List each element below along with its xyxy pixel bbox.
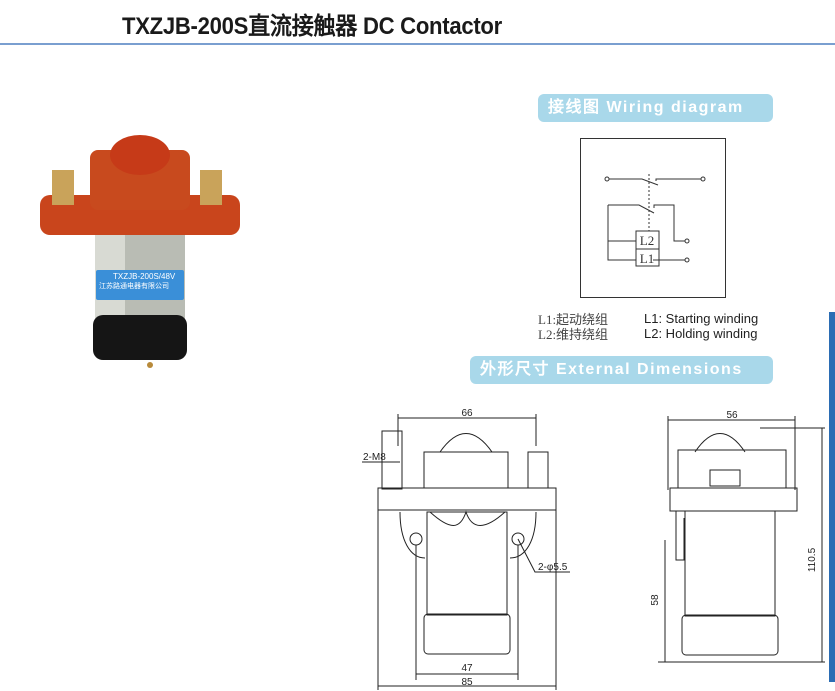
dim-110-5: 110.5 [807,547,818,572]
header-divider [0,43,835,45]
legend-cn-l2: L2:维持绕组 [538,327,609,342]
legend-cn-l1: L1:起动绕组 [538,312,609,327]
external-dimensions-banner: 外形尺寸 External Dimensions [470,356,773,384]
dim-56: 56 [726,410,738,421]
legend-en-l1: L1: Starting winding [644,311,759,326]
product-photo [40,135,240,368]
dim-85: 85 [461,677,473,688]
legend-cn: L1:起动绕组 L2:维持绕组 [538,312,608,342]
dim-58: 58 [650,594,661,606]
legend-en: L1: Starting winding L2: Holding winding [644,311,758,341]
side-view-drawing: 56 110.5 58 [650,410,825,663]
page-title: TXZJB-200S直流接触器 DC Contactor [122,13,502,40]
coil-label-l2: L2 [640,233,654,248]
dim-thread: 2-M8 [363,452,386,463]
dim-66: 66 [461,408,473,419]
front-view-drawing: 66 2-M8 2-φ5.5 47 85 [362,408,570,690]
page-edge-accent-bar [829,312,835,682]
legend-en-l2: L2: Holding winding [644,326,758,341]
dim-hole: 2-φ5.5 [538,562,568,573]
wiring-diagram: L2 L1 [580,138,726,298]
nameplate-maker: 江苏路通电器有限公司 [99,283,169,290]
product-nameplate: TXZJB-200S/48V 江苏路通电器有限公司 [96,270,184,300]
dim-47: 47 [461,663,473,674]
coil-label-l1: L1 [640,251,654,266]
wiring-diagram-banner: 接线图 Wiring diagram [538,94,773,122]
nameplate-model: TXZJB-200S/48V [113,272,176,281]
